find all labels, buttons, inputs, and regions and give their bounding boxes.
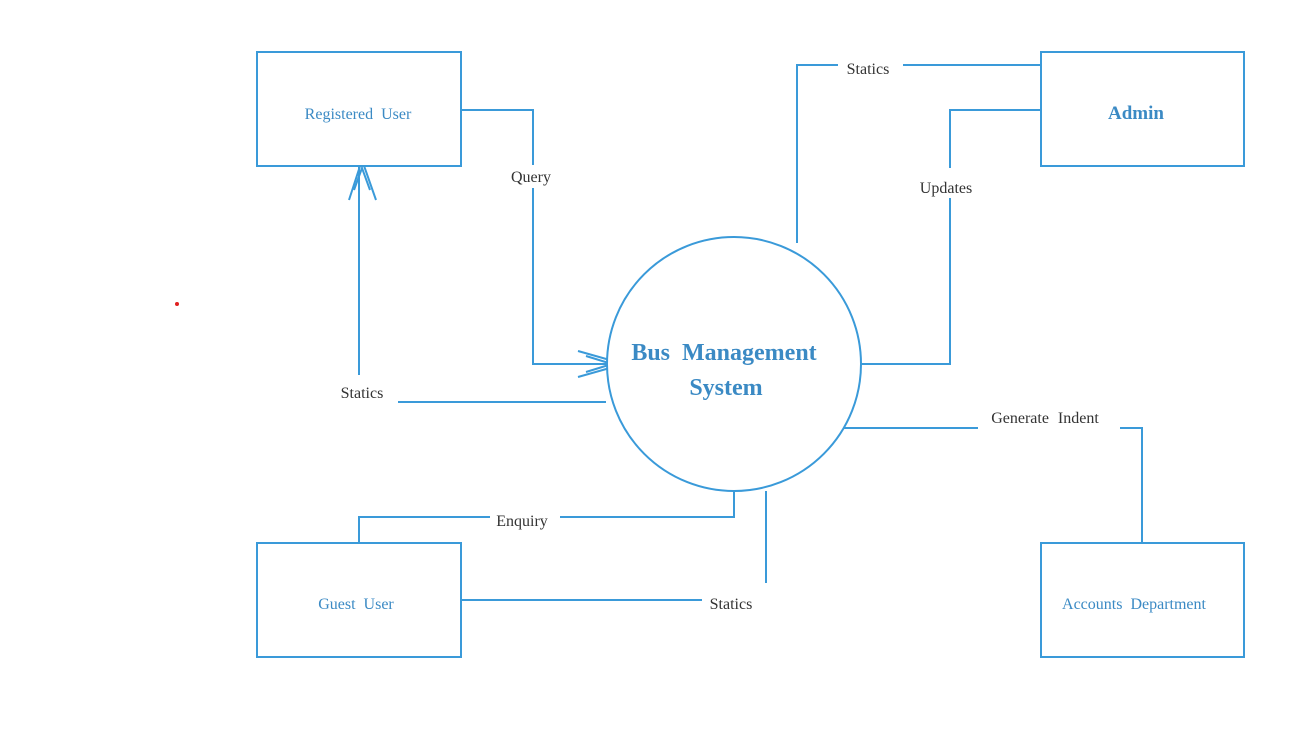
query-flow-line-lower bbox=[532, 188, 608, 365]
red-marker-dot bbox=[175, 302, 179, 306]
query-label: Query bbox=[511, 169, 551, 186]
updates-flow-line-upper bbox=[949, 109, 1041, 168]
admin-label: Admin bbox=[1108, 103, 1164, 124]
registered-user-label: Registered User bbox=[305, 106, 412, 123]
accounts-department-label: Accounts Department bbox=[1062, 596, 1207, 613]
entity-accounts-department: Accounts Department bbox=[1040, 542, 1245, 658]
generate-indent-label: Generate Indent bbox=[991, 410, 1099, 427]
entity-guest-user: Guest User bbox=[256, 542, 462, 658]
process-label-line2: System bbox=[689, 375, 762, 401]
admin-statics-flow-line bbox=[796, 64, 838, 243]
guest-user-label: Guest User bbox=[318, 596, 394, 613]
process-bus-management-system: Bus Management System bbox=[606, 236, 862, 492]
updates-label: Updates bbox=[920, 180, 972, 197]
registered-statics-label: Statics bbox=[341, 385, 384, 402]
admin-statics-label: Statics bbox=[847, 61, 890, 78]
enquiry-flow-line-left bbox=[358, 516, 490, 543]
entity-admin: Admin bbox=[1040, 51, 1245, 167]
guest-statics-label: Statics bbox=[710, 596, 753, 613]
generate-indent-flow-line-right bbox=[1120, 427, 1143, 543]
process-label-line1: Bus Management bbox=[631, 340, 816, 366]
updates-flow-line-lower bbox=[860, 198, 951, 365]
registered-statics-arrowhead-inner bbox=[353, 165, 371, 191]
query-flow-line bbox=[461, 109, 534, 165]
enquiry-label: Enquiry bbox=[496, 513, 548, 530]
enquiry-flow-line-right bbox=[560, 490, 735, 518]
entity-registered-user: Registered User bbox=[256, 51, 462, 167]
